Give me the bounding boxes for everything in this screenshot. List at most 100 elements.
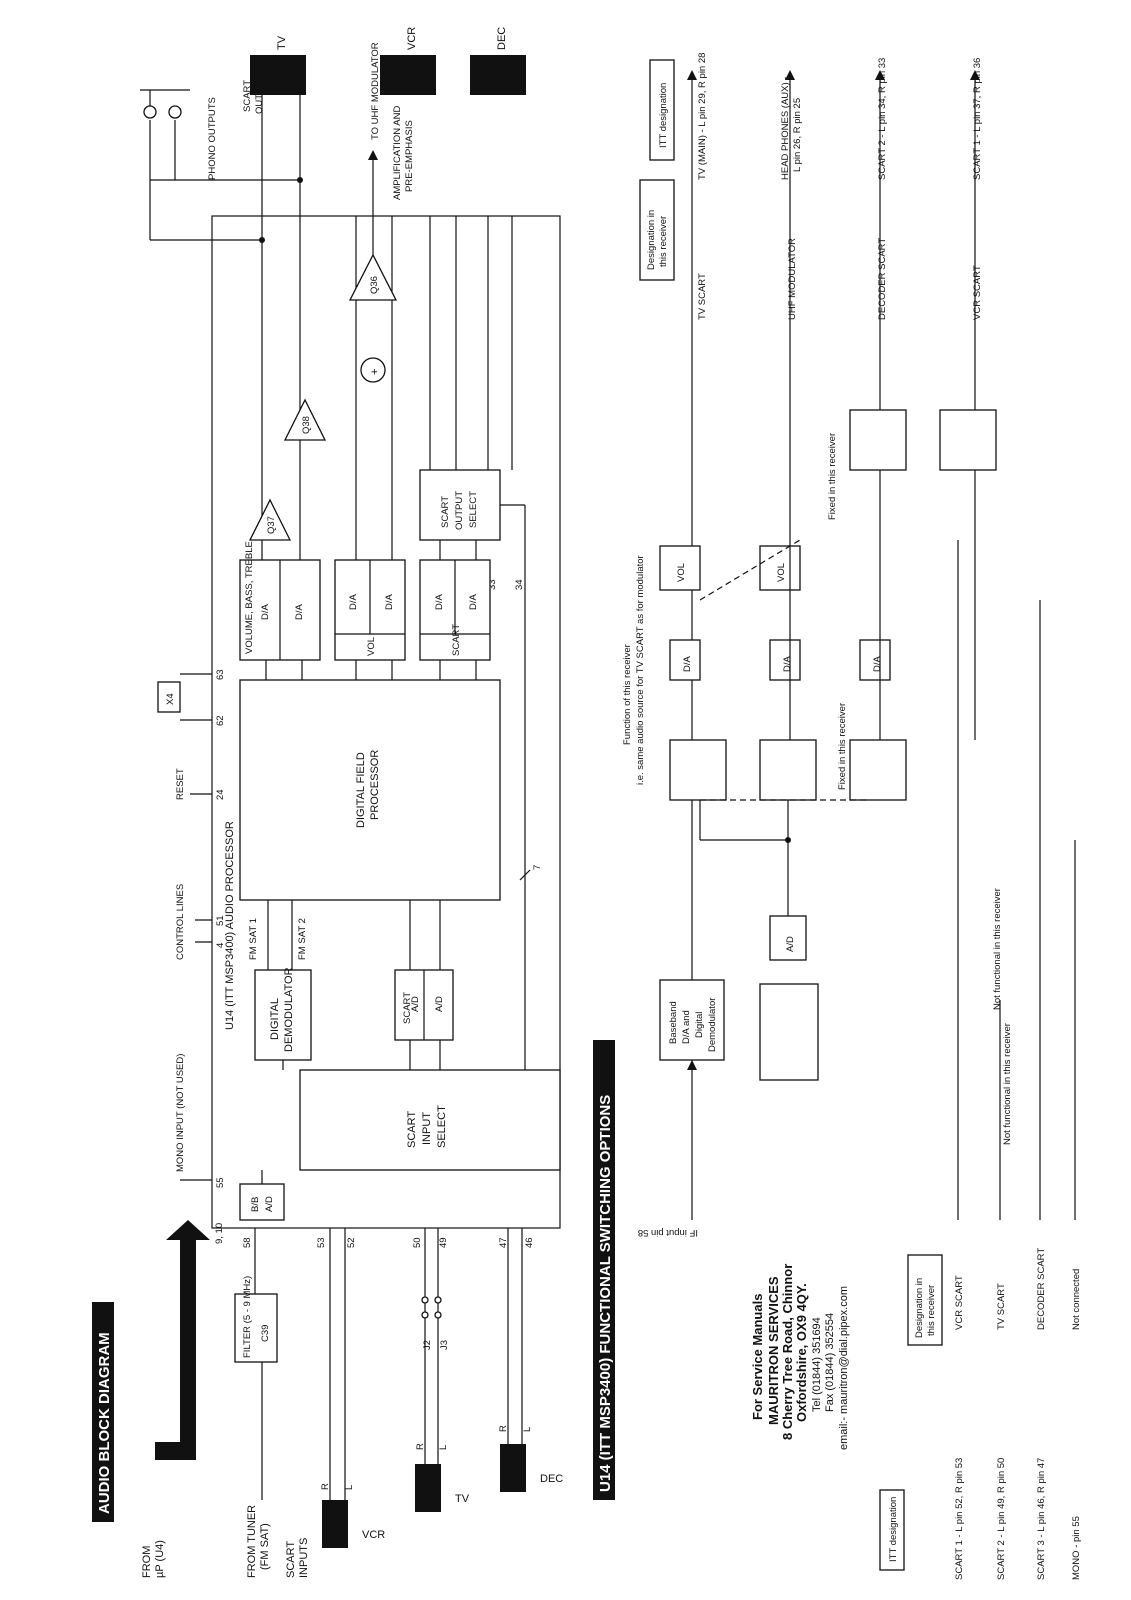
out-itt-1b: L pin 26, R pin 25 [792,98,803,172]
svg-text:34: 34 [514,579,525,590]
audio-title-bar [92,1302,114,1522]
tv-input-connector [415,1464,441,1512]
processor-outline [211,215,561,1229]
not-functional-1: Not functional in this receiver [992,888,1003,1010]
svg-text:SCART: SCART [402,992,413,1024]
out-dest-3: VCR SCART [972,265,983,320]
dec-input-connector [500,1444,526,1492]
filter-box [234,1293,278,1363]
svg-text:55: 55 [215,1177,226,1188]
svg-text:OUTPUT: OUTPUT [454,491,465,530]
svg-text:DIGITAL FIELD: DIGITAL FIELD [355,752,367,828]
svg-text:63: 63 [215,669,226,680]
q37-amp [248,498,292,541]
svg-text:SCART: SCART [242,80,253,112]
svg-text:TV: TV [276,35,288,50]
tv-vol-box [659,545,701,591]
mono-input-label: MONO INPUT (NOT USED) [175,1054,186,1172]
svg-text:33: 33 [487,579,498,590]
svg-text:A/D: A/D [785,936,796,952]
not-functional-2: Not functional in this receiver [1002,1023,1013,1145]
svg-text:ITT designation: ITT designation [888,1497,899,1562]
svg-text:4: 4 [215,943,226,948]
svg-text:ITT designation: ITT designation [658,83,669,148]
fixed-note-1: Fixed in this receiver [837,703,848,790]
svg-text:D/A and: D/A and [681,1010,692,1044]
uhf-switch [759,739,817,801]
filter-label: FILTER (5 - 9 MHz) [242,1276,253,1358]
audio-title: AUDIO BLOCK DIAGRAM [96,1332,113,1514]
from-tuner-label-2: (FM SAT) [259,1523,271,1570]
in-dec-label: DEC [540,1473,563,1485]
svg-text:A/D: A/D [264,1196,275,1212]
svg-text:INPUT: INPUT [421,1112,433,1145]
svg-text:B/B: B/B [250,1197,261,1212]
in-itt-3: MONO - pin 55 [1071,1516,1082,1580]
in-itt-0: SCART 1 - L pin 52, R pin 53 [954,1458,965,1580]
svg-text:52: 52 [346,1237,357,1248]
svg-text:L: L [438,1445,449,1450]
out-itt-3: SCART 1 - L pin 37, R pin 36 [972,58,983,180]
svg-text:DEMODULATOR: DEMODULATOR [283,967,295,1052]
svg-text:24: 24 [215,789,226,800]
uhf-da-box [769,639,801,681]
q36-amp [348,253,398,301]
svg-text:R: R [320,1483,331,1490]
svg-text:51: 51 [215,915,226,926]
in-vcr-label: VCR [362,1529,385,1541]
bb-ad-box [239,1183,285,1221]
svg-text:D/A: D/A [384,594,395,611]
function-note: Function of this receiver [622,644,633,745]
crystal-x4 [157,681,181,713]
processor-title: U14 (ITT MSP3400) AUDIO PROCESSOR [224,821,236,1030]
phono-r-jack [143,105,157,119]
j2-label: J2 [422,1340,433,1350]
svg-text:D/A: D/A [872,656,883,673]
svg-text:SELECT: SELECT [468,491,479,528]
tv-output-connector [250,55,306,95]
from-up-label: FROM [141,1546,153,1578]
switching-title: U14 (ITT MSP3400) FUNCTIONAL SWITCHING O… [597,1095,614,1492]
to-uhf-label: TO UHF MODULATOR [370,42,381,140]
decoder-switch [849,739,907,801]
svg-text:47: 47 [498,1237,509,1248]
svg-text:49: 49 [438,1237,449,1248]
fixed-note-2: Fixed in this receiver [827,433,838,520]
svg-text:R: R [415,1443,426,1450]
svg-text:D/A: D/A [682,656,693,673]
input-selector-switch [759,983,819,1081]
in-itt-2: SCART 3 - L pin 46, R pin 47 [1036,1458,1047,1580]
svg-text:email:- mauritron@dial.pipex.c: email:- mauritron@dial.pipex.com [838,1286,850,1450]
scart-input-select-box [299,1069,561,1171]
designation-header-right [639,179,675,281]
in-tv-label: TV [455,1493,470,1505]
svg-text:D/A: D/A [294,604,305,621]
svg-text:Designation in: Designation in [914,1278,925,1338]
x4-label: X4 [165,693,176,705]
svg-text:FM SAT 1: FM SAT 1 [248,918,259,960]
j3-label: J3 [439,1340,450,1350]
svg-text:Tel (01844) 351694: Tel (01844) 351694 [811,1317,823,1412]
svg-text:+: + [369,369,381,375]
from-tuner-label: FROM TUNER [246,1505,258,1578]
svg-text:Fax (01844) 352554: Fax (01844) 352554 [824,1313,836,1412]
svg-text:For Service Manuals: For Service Manuals [750,1294,765,1420]
svg-text:58: 58 [242,1237,253,1248]
svg-text:this receiver: this receiver [926,1285,937,1336]
svg-text:D/A: D/A [468,594,479,611]
in-dest-2: DECODER SCART [1036,1248,1047,1330]
svg-text:SCART: SCART [440,496,451,528]
svg-text:VOLUME, BASS, TREBLE: VOLUME, BASS, TREBLE [244,541,255,654]
svg-text:D/A: D/A [260,604,271,621]
svg-text:AMPLIFICATION AND: AMPLIFICATION AND [392,106,403,200]
phono-outputs-label: PHONO OUTPUTS [207,97,218,180]
svg-text:DEC: DEC [496,27,508,50]
svg-text:46: 46 [524,1237,535,1248]
svg-text:VOL: VOL [366,637,377,656]
svg-text:53: 53 [316,1237,327,1248]
itt-header-right [649,59,675,161]
svg-text:Designation in: Designation in [646,210,657,270]
